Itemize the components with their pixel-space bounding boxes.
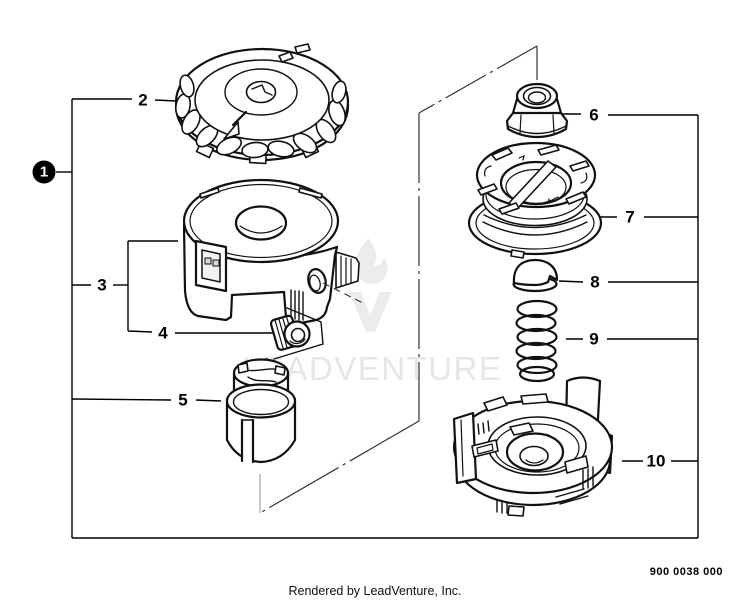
part-8-drawing	[512, 258, 559, 293]
callout-9-label: 9	[589, 329, 599, 349]
document-number: 900 0038 000	[649, 566, 723, 578]
callout-1-badge: 1	[32, 160, 56, 184]
part-2-drawing	[174, 43, 350, 165]
part-9-drawing	[515, 299, 558, 383]
callout-7-label: 7	[625, 207, 635, 227]
part-7-drawing	[467, 141, 603, 259]
callout-10-label: 10	[646, 451, 666, 471]
callout-5-label: 5	[178, 390, 188, 410]
callout-3-label: 3	[97, 275, 107, 295]
housing-latch	[194, 239, 228, 293]
part-10-drawing	[452, 376, 614, 517]
callout-6-label: 6	[589, 105, 599, 125]
drum-arrow-mark	[223, 110, 248, 140]
part-3-drawing	[182, 178, 360, 326]
part-5-drawing	[225, 358, 297, 464]
callout-8-label: 8	[590, 272, 600, 292]
callout-leader-lines	[56, 98, 699, 539]
drum-rim-holes	[174, 74, 347, 159]
part-4-drawing	[269, 282, 366, 360]
assembly-axis-lines	[259, 45, 538, 514]
callout-2-label: 2	[138, 90, 148, 110]
drum-arrow-mark-top	[278, 51, 294, 63]
callout-4-label: 4	[158, 323, 168, 343]
credit-line: Rendered by LeadVenture, Inc.	[288, 584, 462, 598]
part-6-drawing	[505, 82, 569, 139]
